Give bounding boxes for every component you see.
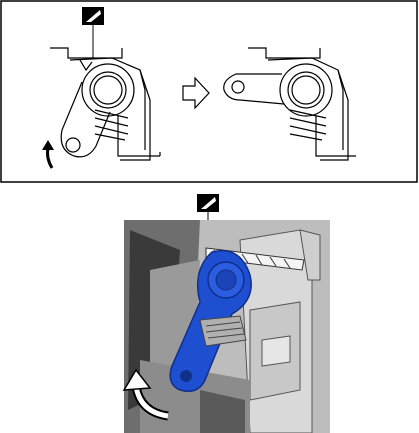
curved-arrow-icon: [42, 140, 54, 169]
curved-arrow-icon: [122, 368, 169, 421]
line-art-panel: [0, 0, 419, 185]
latch-mechanism-after: [223, 47, 356, 161]
flat-screwdriver-icon: [82, 7, 104, 58]
blue-lever-part: [169, 250, 252, 392]
latch-mechanism-before: [50, 47, 161, 161]
photo-svg: [122, 194, 330, 433]
panel-border: [0, 0, 418, 183]
photo-illustration: [0, 190, 419, 433]
right-arrow-icon: [182, 76, 210, 110]
line-art-svg: [0, 0, 418, 183]
